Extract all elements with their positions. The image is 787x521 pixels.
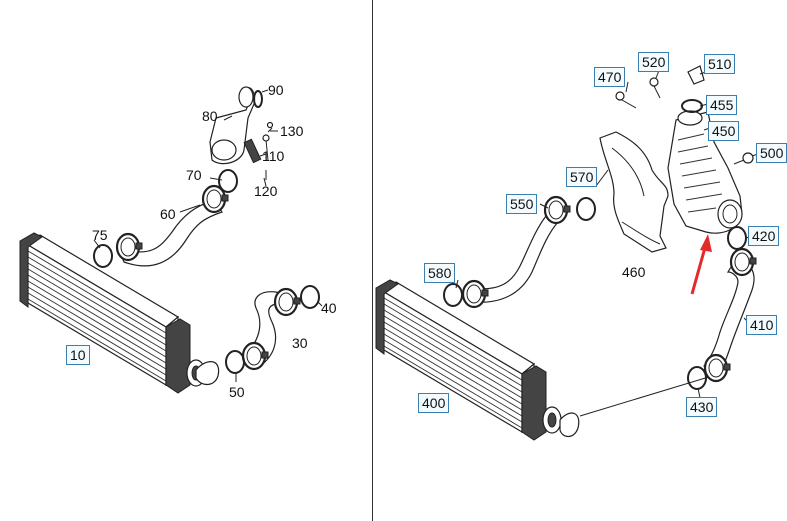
label-450[interactable]: 450	[708, 121, 740, 141]
red-arrow-head	[700, 234, 712, 252]
label-580[interactable]: 580	[424, 263, 456, 283]
label-570[interactable]: 570	[566, 167, 598, 187]
label-120: 120	[254, 183, 278, 199]
seal-ring-75	[93, 244, 113, 268]
label-60: 60	[160, 206, 176, 222]
label-430[interactable]: 430	[686, 397, 718, 417]
label-10[interactable]: 10	[66, 345, 90, 365]
label-455[interactable]: 455	[706, 95, 738, 115]
label-110: 110	[262, 148, 285, 164]
clamp-30-top	[273, 287, 302, 317]
label-470[interactable]: 470	[594, 67, 626, 87]
label-40: 40	[321, 300, 337, 316]
seal-ring-40	[300, 285, 320, 309]
panel-divider	[372, 0, 373, 521]
label-500[interactable]: 500	[756, 143, 787, 163]
connector-line	[579, 375, 713, 417]
hose-410	[703, 261, 755, 375]
seal-ring-70	[218, 169, 238, 193]
label-80: 80	[202, 108, 218, 124]
label-90: 90	[268, 82, 284, 98]
clamp-580	[461, 279, 490, 309]
seal-ring-50	[225, 350, 245, 374]
hose-60	[116, 199, 223, 267]
label-550[interactable]: 550	[506, 194, 538, 214]
label-70: 70	[186, 167, 202, 183]
label-400[interactable]: 400	[418, 393, 450, 413]
seal-ring-430	[687, 366, 707, 390]
seal-ring-570	[576, 197, 596, 221]
air-duct-460	[599, 131, 669, 253]
seal-ring-580	[443, 283, 463, 307]
red-arrow	[690, 243, 708, 295]
clamp-550	[543, 195, 572, 225]
label-460: 460	[622, 264, 646, 280]
label-130: 130	[280, 123, 304, 139]
label-75: 75	[92, 227, 108, 243]
label-520[interactable]: 520	[638, 52, 670, 72]
label-410[interactable]: 410	[746, 315, 778, 335]
label-50: 50	[229, 384, 245, 400]
label-420[interactable]: 420	[748, 226, 780, 246]
seal-ring-420	[727, 226, 747, 250]
label-30: 30	[292, 335, 308, 351]
label-510[interactable]: 510	[704, 54, 736, 74]
